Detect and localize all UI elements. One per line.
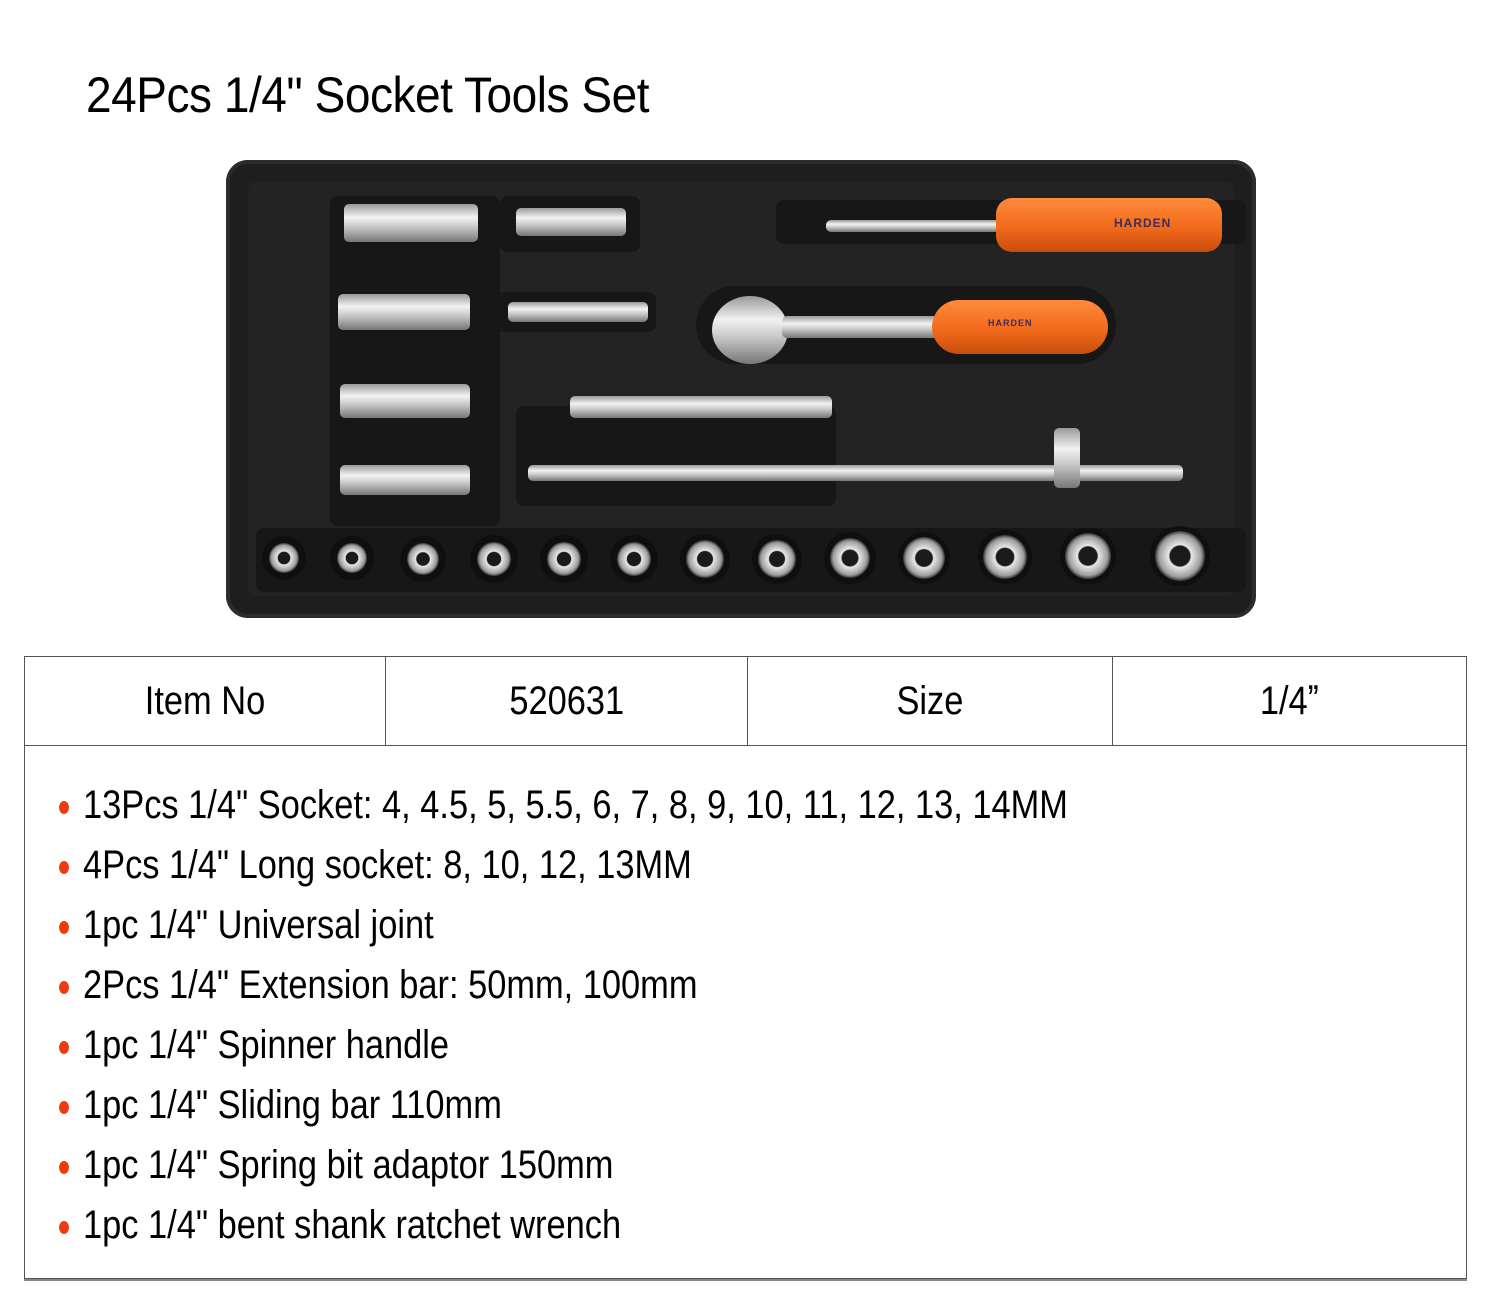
long-socket-8mm xyxy=(340,465,470,495)
extension-bar-100mm xyxy=(528,465,1183,481)
brand-label: HARDEN xyxy=(988,318,1033,328)
spinner-handle-shaft xyxy=(826,220,1006,232)
socket-13mm xyxy=(1060,528,1116,584)
bullet-icon xyxy=(59,861,69,874)
socket-7mm xyxy=(610,535,658,583)
long-socket-10mm xyxy=(340,384,470,418)
socket-14mm xyxy=(1150,526,1210,586)
socket-10mm xyxy=(824,532,876,584)
contents-list: 13Pcs 1/4" Socket: 4, 4.5, 5, 5.5, 6, 7,… xyxy=(57,775,1228,1255)
spec-row: Item No 520631 Size 1/4ˮ xyxy=(24,656,1467,746)
page-title: 24Pcs 1/4" Socket Tools Set xyxy=(86,67,650,123)
socket-12mm xyxy=(978,530,1032,584)
spring-bit-adaptor xyxy=(508,302,648,322)
tray-well xyxy=(516,406,836,506)
socket-4.5mm xyxy=(330,536,374,580)
bullet-icon xyxy=(59,1221,69,1234)
bullet-icon xyxy=(59,801,69,814)
socket-5mm xyxy=(400,536,446,582)
socket-11mm xyxy=(898,532,950,584)
list-item: 1pc 1/4" Spring bit adaptor 150mm xyxy=(57,1135,1228,1195)
product-photo-tool-tray: HARDEN HARDEN xyxy=(226,160,1256,618)
ratchet-grip: HARDEN xyxy=(932,300,1108,354)
universal-joint xyxy=(516,208,626,236)
bullet-icon xyxy=(59,1101,69,1114)
socket-8mm xyxy=(680,534,730,584)
long-socket-13mm xyxy=(344,204,478,242)
ratchet-shank xyxy=(782,316,942,338)
contents-box: 13Pcs 1/4" Socket: 4, 4.5, 5, 5.5, 6, 7,… xyxy=(24,745,1467,1279)
size-label: Size xyxy=(747,656,1113,746)
socket-5.5mm xyxy=(470,535,518,583)
brand-label: HARDEN xyxy=(1114,216,1172,230)
list-item: 1pc 1/4" Sliding bar 110mm xyxy=(57,1075,1228,1135)
ratchet-head xyxy=(712,296,788,364)
item-no-label: Item No xyxy=(24,656,386,746)
size-value: 1/4ˮ xyxy=(1112,656,1467,746)
list-item: 1pc 1/4" Spinner handle xyxy=(57,1015,1228,1075)
long-socket-12mm xyxy=(338,294,470,330)
socket-4mm xyxy=(262,536,306,580)
list-item: 13Pcs 1/4" Socket: 4, 4.5, 5, 5.5, 6, 7,… xyxy=(57,775,1228,835)
sliding-bar-t-handle xyxy=(1054,428,1080,488)
socket-9mm xyxy=(752,534,802,584)
bullet-icon xyxy=(59,981,69,994)
list-item: 1pc 1/4" Universal joint xyxy=(57,895,1228,955)
spinner-handle-grip: HARDEN xyxy=(996,198,1222,252)
list-item: 2Pcs 1/4" Extension bar: 50mm, 100mm xyxy=(57,955,1228,1015)
list-item: 1pc 1/4" bent shank ratchet wrench xyxy=(57,1195,1228,1255)
bullet-icon xyxy=(59,1041,69,1054)
list-item: 4Pcs 1/4" Long socket: 8, 10, 12, 13MM xyxy=(57,835,1228,895)
bullet-icon xyxy=(59,921,69,934)
bullet-icon xyxy=(59,1161,69,1174)
extension-bar-50mm xyxy=(570,396,832,418)
spec-table: Item No 520631 Size 1/4ˮ xyxy=(24,656,1467,746)
item-no-value: 520631 xyxy=(385,656,748,746)
socket-6mm xyxy=(540,535,588,583)
